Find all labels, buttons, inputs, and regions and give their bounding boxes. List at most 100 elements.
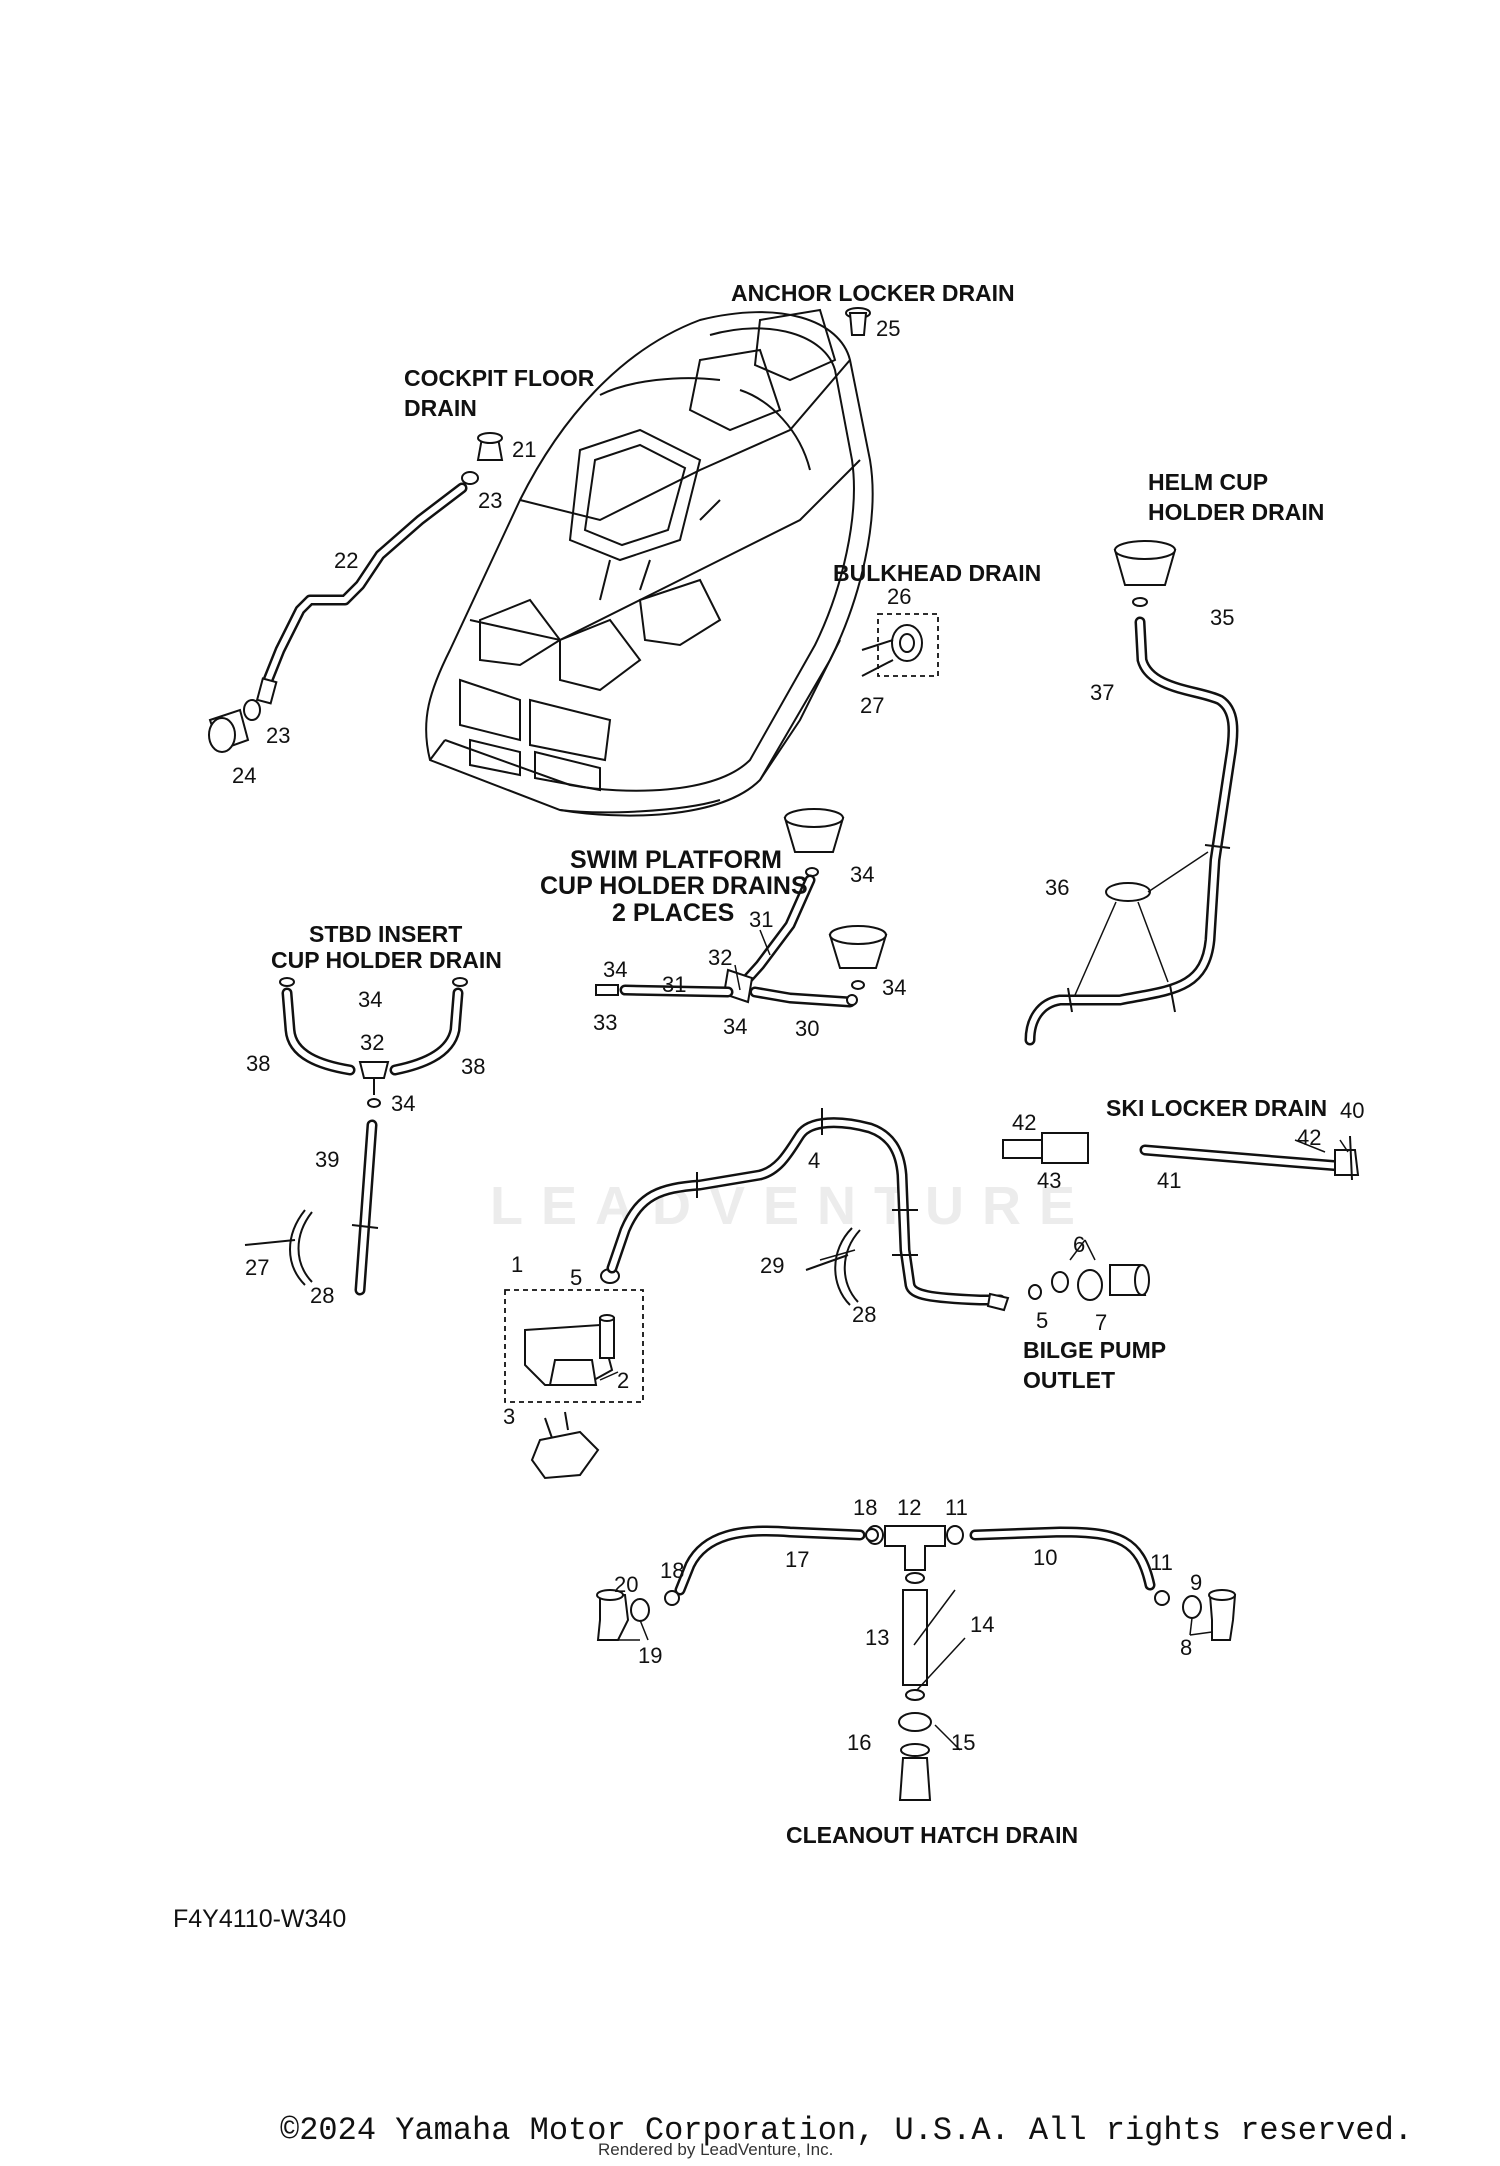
elbow-fitting-8	[1208, 1594, 1237, 1641]
cockpit-floor-drain-group	[208, 432, 504, 753]
ski-locker-drain-group	[1002, 1132, 1360, 1181]
hose-37	[1024, 616, 1239, 1046]
clamp-36	[1105, 882, 1151, 902]
swim-platform-cup-holders-group	[595, 808, 888, 1008]
callout-38-right: 38	[461, 1054, 485, 1079]
callout-13: 13	[865, 1625, 889, 1650]
callout-42-right: 42	[1297, 1125, 1321, 1150]
fitting-33	[595, 984, 619, 996]
diagram-code: F4Y4110-W340	[173, 1905, 347, 1933]
clamp-14-bottom	[905, 1689, 925, 1701]
callout-16: 16	[847, 1730, 871, 1755]
copyright-notice: ©2024 Yamaha Motor Corporation, U.S.A. A…	[280, 2112, 1413, 2149]
fitting-43	[1002, 1139, 1044, 1159]
callout-39: 39	[315, 1147, 339, 1172]
hose-17	[674, 1525, 866, 1596]
callout-34-stbd-bottom: 34	[391, 1091, 415, 1116]
label-bulkhead-drain: BULKHEAD DRAIN	[833, 560, 1041, 586]
drain-fitting-40	[1334, 1149, 1360, 1176]
helm-cup-holder-drain-group	[1024, 540, 1239, 1046]
clamp-18-left	[664, 1590, 680, 1606]
label-anchor-locker-drain: ANCHOR LOCKER DRAIN	[731, 280, 1015, 306]
callout-2: 2	[617, 1368, 629, 1393]
label-stbd-insert-line2: CUP HOLDER DRAIN	[271, 947, 502, 973]
callout-26: 26	[887, 584, 911, 609]
label-swim-platform-line3: 2 PLACES	[612, 899, 734, 927]
callout-24: 24	[232, 763, 256, 788]
callout-14: 14	[970, 1612, 994, 1637]
anchor-locker-drain-part	[845, 307, 871, 336]
callout-28-pump: 28	[852, 1302, 876, 1327]
callout-28-stbd: 28	[310, 1283, 334, 1308]
label-cockpit-floor-line1: COCKPIT FLOOR	[404, 365, 595, 391]
boat-hull-illustration	[425, 308, 874, 817]
callout-8: 8	[1180, 1635, 1192, 1660]
callout-37: 37	[1090, 680, 1114, 705]
gasket-7	[1077, 1269, 1103, 1301]
pump-strainer	[530, 1430, 600, 1480]
gasket-9	[1182, 1595, 1202, 1619]
callout-1: 1	[511, 1252, 523, 1277]
callout-42-left: 42	[1012, 1110, 1036, 1135]
callout-33: 33	[593, 1010, 617, 1035]
clamp-18-top	[865, 1528, 879, 1542]
callout-23-top: 23	[478, 488, 502, 513]
tee-fitting-12	[884, 1525, 946, 1571]
callout-19: 19	[638, 1643, 662, 1668]
callout-numbers: 25 21 23 22 23 24 26 27 35 37 36 34 31 3…	[232, 316, 1364, 1755]
label-stbd-insert-line1: STBD INSERT	[309, 921, 462, 947]
callout-11-right: 11	[1150, 1550, 1173, 1575]
bilge-pump-group	[504, 1108, 1150, 1480]
label-cleanout-hatch-drain: CLEANOUT HATCH DRAIN	[786, 1822, 1078, 1848]
callout-38-left: 38	[246, 1051, 270, 1076]
bracket-28-pump	[834, 1227, 853, 1306]
callout-29: 29	[760, 1253, 784, 1278]
rendered-by: Rendered by LeadVenture, Inc.	[598, 2140, 834, 2159]
hose-clamp-23-bottom	[243, 699, 261, 721]
callout-20: 20	[614, 1572, 638, 1597]
callout-27-bulkhead: 27	[860, 693, 884, 718]
callout-10: 10	[1033, 1545, 1057, 1570]
callout-27-stbd: 27	[245, 1255, 269, 1280]
callout-31-lower: 31	[662, 972, 686, 997]
callout-32-swim: 32	[708, 945, 732, 970]
callout-31-upper: 31	[749, 907, 773, 932]
stbd-insert-cup-holder-group	[244, 977, 468, 1296]
callout-34-swim-right: 34	[882, 975, 906, 1000]
callout-35: 35	[1210, 605, 1234, 630]
callout-34-swim-top: 34	[850, 862, 874, 887]
label-swim-platform-line2: CUP HOLDER DRAINS	[540, 872, 808, 900]
callout-34-swim-bottom: 34	[723, 1014, 747, 1039]
gasket-20	[630, 1598, 650, 1622]
hose-13	[902, 1589, 928, 1686]
callout-3: 3	[503, 1404, 515, 1429]
callout-11-top: 11	[945, 1495, 968, 1520]
label-ski-locker-drain: SKI LOCKER DRAIN	[1106, 1095, 1327, 1121]
callout-22: 22	[334, 548, 358, 573]
elbow-fitting-19	[596, 1594, 630, 1641]
callout-41: 41	[1157, 1168, 1181, 1193]
callout-43: 43	[1037, 1168, 1061, 1193]
callout-4: 4	[808, 1148, 820, 1173]
callout-17: 17	[785, 1547, 809, 1572]
clamp-5-outlet	[1028, 1284, 1042, 1300]
callout-36: 36	[1045, 875, 1069, 900]
callout-7: 7	[1095, 1310, 1107, 1335]
callout-40: 40	[1340, 1098, 1364, 1123]
section-labels: ANCHOR LOCKER DRAIN COCKPIT FLOOR DRAIN …	[271, 280, 1327, 1848]
gasket-16	[900, 1743, 930, 1757]
nut-15	[898, 1712, 932, 1732]
watermark: LEADVENTURE	[490, 1176, 1094, 1236]
label-swim-platform-line1: SWIM PLATFORM	[570, 846, 782, 874]
callout-5-outlet: 5	[1036, 1308, 1048, 1333]
label-helm-cup-line1: HELM CUP	[1148, 469, 1268, 495]
drain-fitting-cleanout	[898, 1757, 932, 1801]
callout-30: 30	[795, 1016, 819, 1041]
clamp-14-top	[905, 1572, 925, 1584]
callout-34-swim-left: 34	[603, 957, 627, 982]
callout-34-stbd-top: 34	[358, 987, 382, 1012]
clamp-11-right	[1154, 1590, 1170, 1606]
bulkhead-drain-group	[861, 613, 939, 677]
callout-18-left: 18	[660, 1558, 684, 1583]
